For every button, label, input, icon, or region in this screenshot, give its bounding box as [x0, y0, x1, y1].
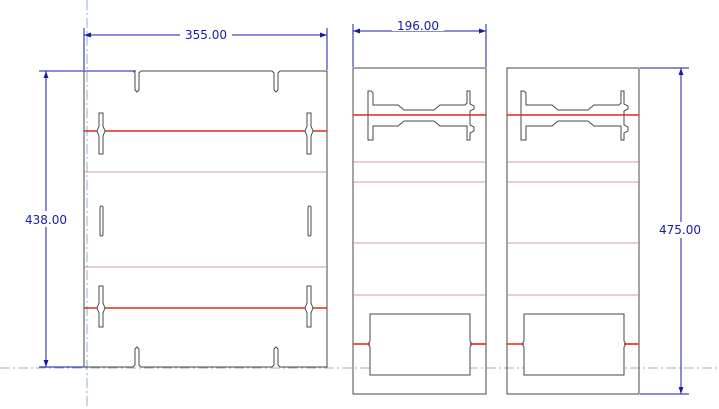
slot	[307, 205, 312, 237]
right-blank-outline	[506, 67, 640, 395]
right-blank[interactable]	[506, 67, 640, 395]
dimension-right-height-label: 475.00	[659, 223, 701, 237]
middle-blank-outline	[352, 67, 487, 395]
dimension-text-bg	[21, 211, 71, 227]
dimension-middle-width-label: 196.00	[397, 19, 439, 33]
right-window-cutout	[521, 313, 627, 376]
left-blank-outline	[83, 70, 328, 368]
dimension-text-bg	[654, 222, 706, 238]
slot-diamond	[304, 285, 314, 328]
middle-blank[interactable]	[352, 67, 487, 395]
slot-diamond	[96, 285, 106, 328]
dimension-text-bg	[392, 17, 444, 31]
slot-diamond	[96, 112, 106, 155]
left-slots	[96, 112, 314, 328]
left-blank[interactable]	[83, 70, 328, 368]
dimension-text-bg	[180, 27, 232, 41]
middle-window-cutout	[367, 313, 473, 376]
slot-diamond	[304, 112, 314, 155]
dimension-left-width-label: 355.00	[185, 28, 227, 42]
slot	[99, 205, 104, 237]
dimension-left-height-label: 438.00	[25, 213, 67, 227]
